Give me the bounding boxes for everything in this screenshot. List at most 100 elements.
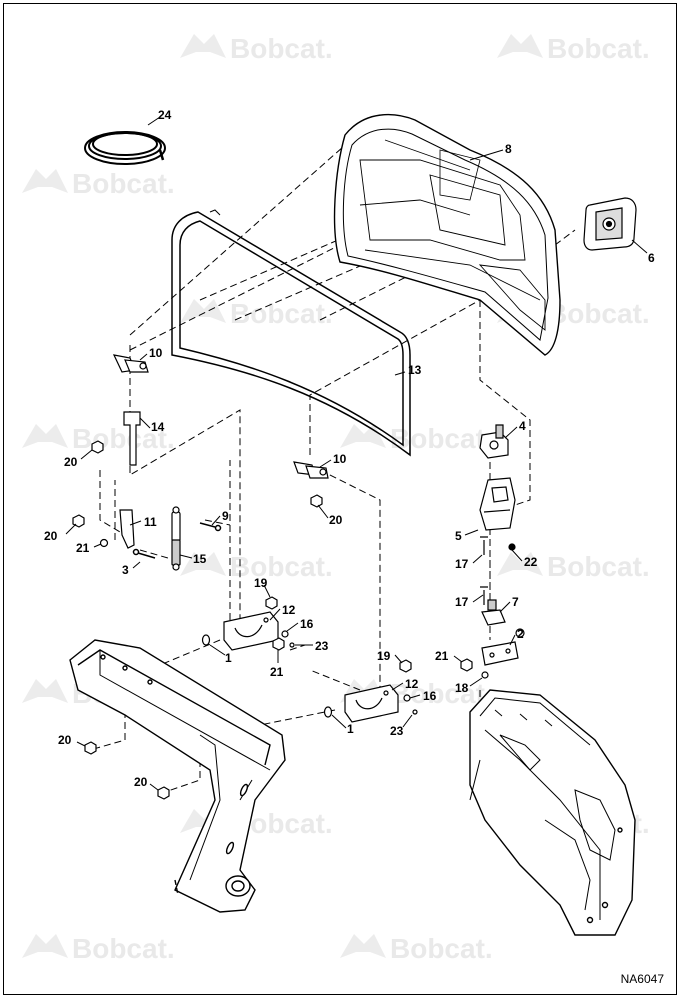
washer-23 bbox=[412, 709, 418, 715]
part-12-hinge-saddle-left bbox=[223, 611, 279, 651]
part-7-pin-block bbox=[481, 599, 506, 626]
callout-23: 23 bbox=[390, 724, 404, 738]
callout-18: 18 bbox=[455, 681, 469, 695]
bolt-17 bbox=[480, 536, 488, 555]
watermark-text: Bobcat. bbox=[230, 551, 333, 582]
part-2-mounting-plate bbox=[481, 641, 519, 666]
callout-21: 21 bbox=[76, 541, 90, 555]
bobcat-logo-icon bbox=[497, 552, 543, 576]
callout-19: 19 bbox=[377, 649, 391, 663]
part-10-hinge-bracket-upper bbox=[112, 354, 149, 373]
leader-lines bbox=[65, 116, 648, 791]
watermark-logo: Bobcat. bbox=[22, 933, 175, 964]
nut-19 bbox=[399, 659, 412, 673]
washer-18 bbox=[481, 671, 489, 679]
callout-1: 1 bbox=[347, 722, 354, 736]
callout-20: 20 bbox=[64, 455, 78, 469]
callout-10: 10 bbox=[333, 452, 347, 466]
callout-8: 8 bbox=[505, 142, 512, 156]
washer-16 bbox=[403, 694, 411, 702]
bobcat-logo-icon bbox=[22, 169, 68, 193]
watermark-logo: Bobcat. bbox=[340, 423, 493, 454]
callout-7: 7 bbox=[512, 595, 519, 609]
bobcat-logo-icon bbox=[340, 424, 386, 448]
callout-17: 17 bbox=[455, 595, 469, 609]
nut-20 bbox=[91, 440, 104, 454]
part-15-gas-strut bbox=[171, 506, 181, 571]
bolt-17 bbox=[480, 586, 488, 605]
callout-6: 6 bbox=[648, 251, 655, 265]
bobcat-logo-icon bbox=[22, 934, 68, 958]
bobcat-logo-icon bbox=[497, 34, 543, 58]
main-frame-lower-left bbox=[69, 639, 286, 913]
callout-3: 3 bbox=[122, 563, 129, 577]
watermark-logo: Bobcat. bbox=[497, 551, 650, 582]
nut-20 bbox=[84, 741, 97, 755]
nut-20 bbox=[310, 494, 323, 508]
callout-12: 12 bbox=[282, 603, 296, 617]
watermark-text: Bobcat. bbox=[390, 678, 493, 709]
callout-24: 24 bbox=[158, 108, 172, 122]
callout-16: 16 bbox=[423, 689, 437, 703]
washer-16 bbox=[281, 630, 289, 638]
watermark-logo: Bobcat. bbox=[180, 33, 333, 64]
part-9-stud bbox=[199, 522, 222, 532]
part-6-latch-handle bbox=[583, 197, 637, 251]
nut-19 bbox=[265, 596, 278, 610]
callout-13: 13 bbox=[408, 363, 422, 377]
enclosure-lower-right bbox=[469, 689, 636, 936]
washer-23 bbox=[289, 642, 295, 648]
watermark-text: Bobcat. bbox=[72, 423, 175, 454]
callout-1: 1 bbox=[225, 651, 232, 665]
part-11-side-bracket bbox=[119, 509, 135, 549]
nut-21 bbox=[272, 637, 285, 651]
callout-19: 19 bbox=[254, 576, 268, 590]
watermark-text: Bobcat. bbox=[72, 933, 175, 964]
callout-5: 5 bbox=[455, 529, 462, 543]
callout-20: 20 bbox=[329, 513, 343, 527]
callout-16: 16 bbox=[300, 617, 314, 631]
part-13-seal-frame bbox=[171, 209, 411, 457]
washer-22 bbox=[508, 543, 516, 551]
watermark-logo: Bobcat. bbox=[180, 298, 333, 329]
watermark-logo: Bobcat. bbox=[22, 168, 175, 199]
callout-labels: 24 8 6 13 10 14 20 10 20 4 20 11 9 21 15… bbox=[44, 108, 655, 789]
part-8-door-panel bbox=[333, 113, 561, 356]
callout-17: 17 bbox=[455, 557, 469, 571]
part-14-hinge-arm bbox=[123, 411, 141, 466]
watermark-text: Bobcat. bbox=[230, 298, 333, 329]
diagram-frame bbox=[3, 3, 677, 995]
watermark-text: Bobcat. bbox=[230, 33, 333, 64]
callout-12: 12 bbox=[405, 677, 419, 691]
callout-20: 20 bbox=[134, 775, 148, 789]
part-12-hinge-saddle-right bbox=[344, 684, 399, 723]
bobcat-logo-icon bbox=[180, 34, 226, 58]
hardware-fasteners bbox=[72, 440, 525, 800]
watermark-text: Bobcat. bbox=[547, 551, 650, 582]
bobcat-logo-icon bbox=[22, 424, 68, 448]
callout-23: 23 bbox=[315, 639, 329, 653]
watermark-logo: Bobcat. bbox=[340, 933, 493, 964]
bobcat-logo-icon bbox=[22, 679, 68, 703]
callout-21: 21 bbox=[270, 665, 284, 679]
watermark-logo: Bobcat. bbox=[497, 33, 650, 64]
callout-21: 21 bbox=[435, 649, 449, 663]
callout-15: 15 bbox=[193, 552, 207, 566]
part-5-latch-bracket bbox=[479, 477, 516, 531]
nut-20 bbox=[157, 786, 170, 800]
nut-21 bbox=[460, 658, 473, 672]
watermark-text: Bobcat. bbox=[390, 423, 493, 454]
part-24-seal-coil bbox=[84, 131, 166, 165]
callout-9: 9 bbox=[222, 509, 229, 523]
watermark-text: Bobcat. bbox=[547, 298, 650, 329]
watermark-text: Bobcat. bbox=[547, 33, 650, 64]
callout-10: 10 bbox=[149, 346, 163, 360]
callout-20: 20 bbox=[58, 733, 72, 747]
part-3-stud bbox=[132, 548, 156, 559]
drawing-id-label: NA6047 bbox=[620, 972, 664, 986]
part-10-hinge-bracket-middle bbox=[293, 461, 329, 479]
part-4-latch-striker bbox=[479, 424, 509, 459]
watermark-logo: Bobcat. bbox=[22, 423, 175, 454]
